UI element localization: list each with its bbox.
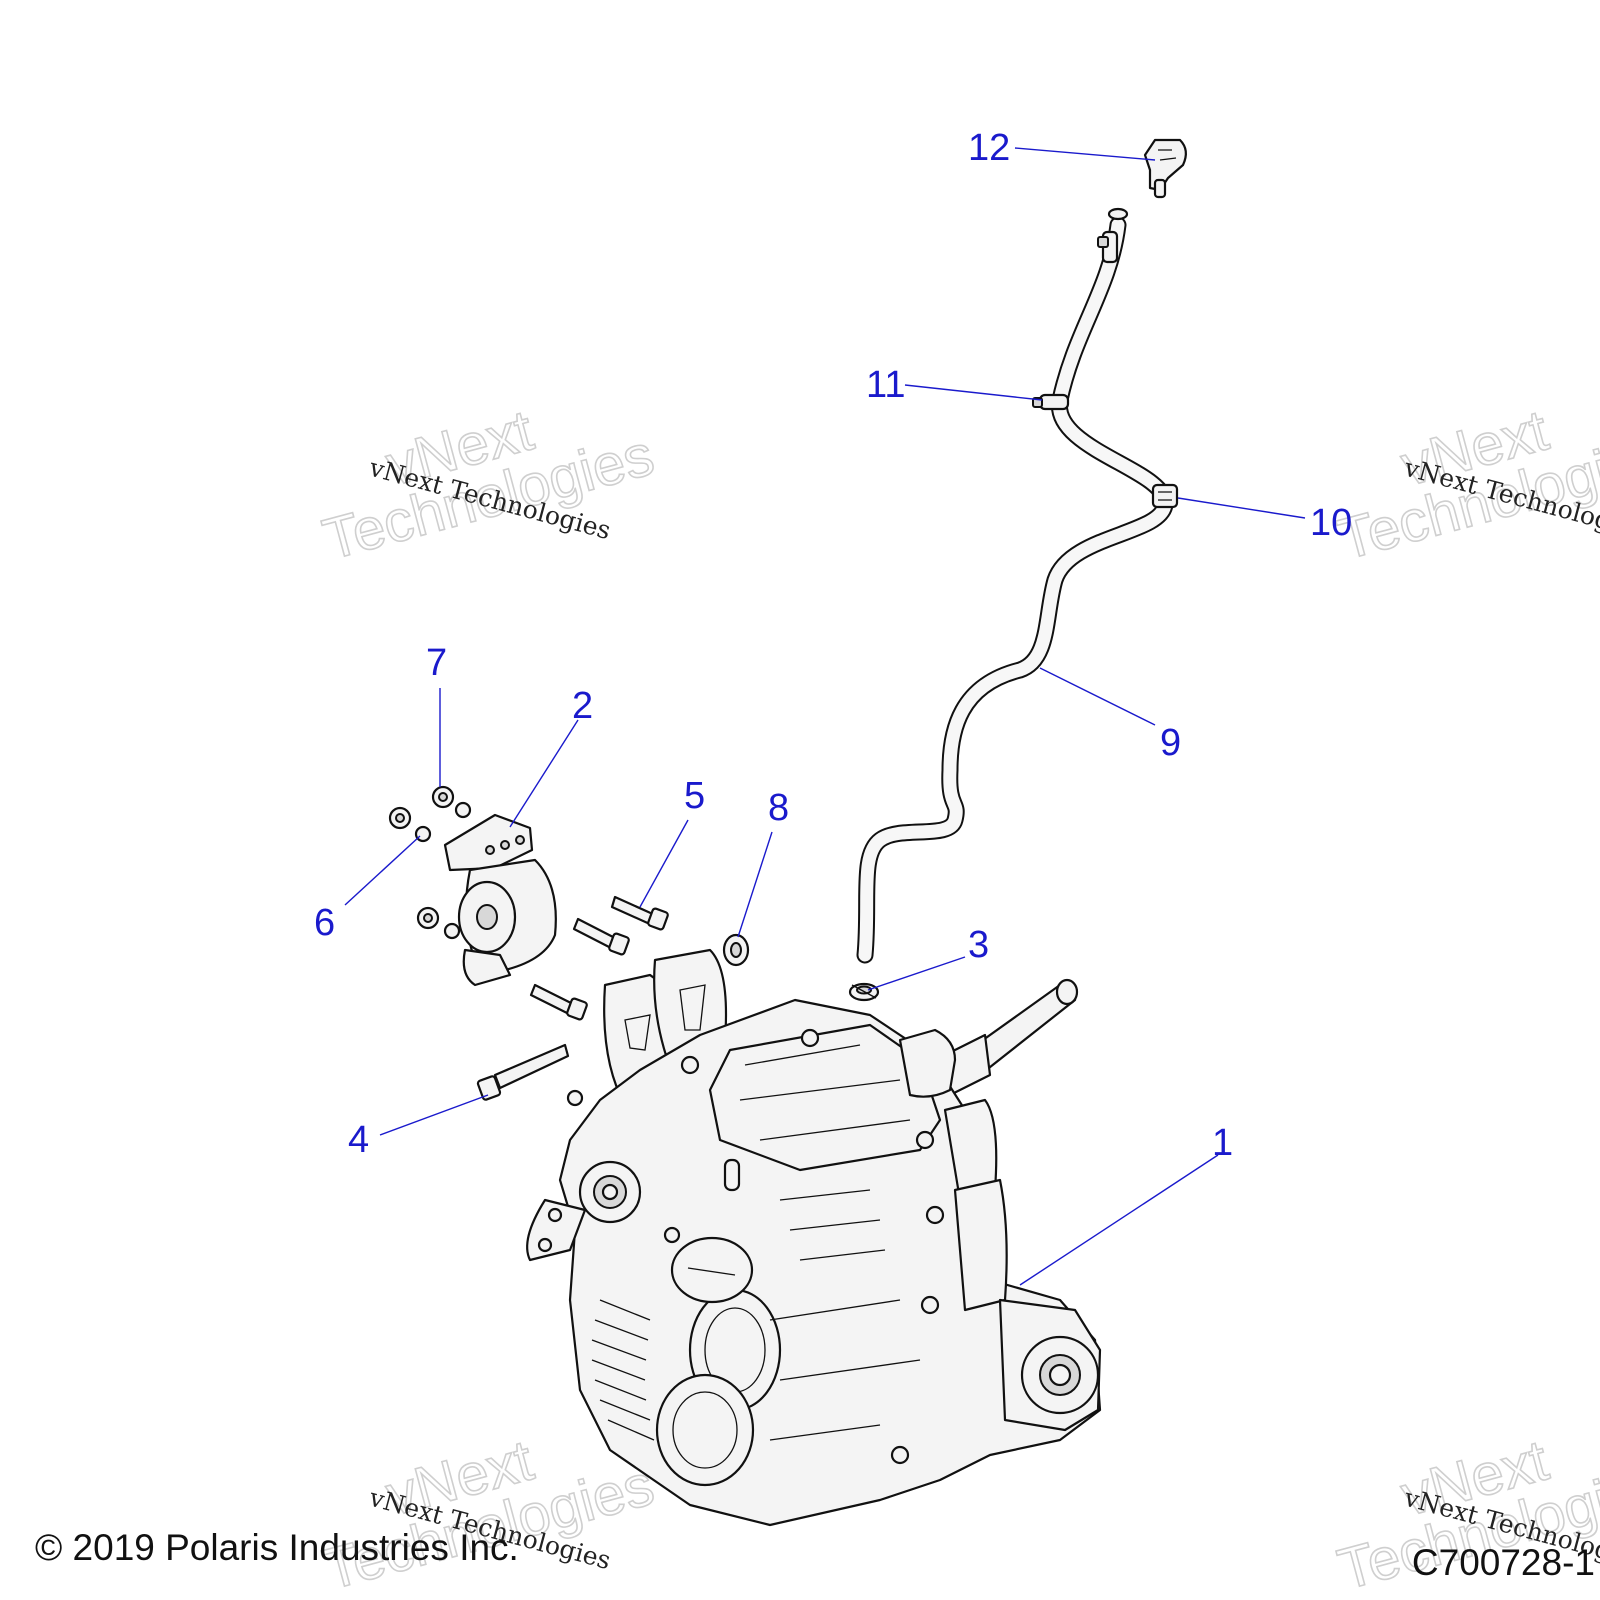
callout-1: 1 [1212,1122,1233,1164]
callout-10: 10 [1310,502,1352,544]
part-8-nut [722,933,750,967]
part-7-nut-top [431,785,455,809]
callout-4: 4 [348,1119,369,1161]
callout-11: 11 [866,364,905,406]
callout-7: 7 [426,642,447,684]
part-5-bolts [529,895,669,1021]
copyright-text: © 2019 Polaris Industries Inc. [35,1527,519,1568]
figure-code: C700728-1 [1412,1542,1595,1583]
callout-2: 2 [572,685,593,727]
part-4-long-bolt [476,1043,570,1101]
hose-tee-fitting [1097,230,1119,264]
part-10-hose-clip [1151,483,1179,509]
callout-5: 5 [684,775,705,817]
watermark-big-bottom-left: vNext Technologies [316,1427,661,1600]
part-9-vent-hose [856,207,1174,964]
callout-3: 3 [968,924,989,966]
callout-12: 12 [968,127,1010,169]
callout-8: 8 [768,787,789,829]
part-12-breather-fitting [1143,138,1187,199]
callout-6: 6 [314,902,335,944]
part-3-clamp [848,982,880,1002]
part-1-transmission [526,948,1102,1527]
part-2-mount-bracket [443,813,557,987]
part-6-washers-and-nuts [388,801,472,940]
part-11-hose-clamp [1032,393,1070,411]
leader-lines [344,147,1306,1286]
callout-9: 9 [1160,722,1181,764]
